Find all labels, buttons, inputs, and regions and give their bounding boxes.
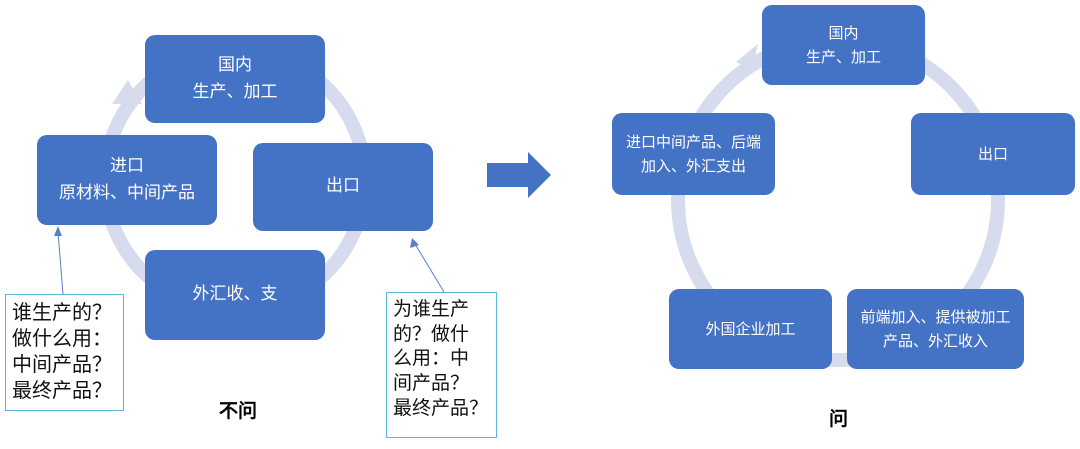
right-foreign-title: 外国企业加工 bbox=[705, 320, 796, 338]
left-domestic-title: 国内 bbox=[218, 54, 252, 75]
right-frontend-title: 前端加入、提供被加工产品、外汇收入 bbox=[860, 308, 1011, 350]
left-caption: 不问 bbox=[219, 400, 258, 422]
left-domestic-sub: 生产、加工 bbox=[192, 82, 278, 102]
right-import-box: 进口中间产品、后端加入、外汇支出 bbox=[612, 113, 775, 195]
left-export-title: 出口 bbox=[326, 176, 360, 197]
right-frontend-box: 前端加入、提供被加工产品、外汇收入 bbox=[847, 289, 1024, 369]
right-domestic-box: 国内 生产、加工 bbox=[762, 5, 925, 85]
right-caption: 问 bbox=[829, 408, 849, 430]
right-export-box: 出口 bbox=[911, 113, 1075, 195]
right-export-title: 出口 bbox=[977, 145, 1008, 163]
left-import-box: 进口 原材料、中间产品 bbox=[37, 135, 217, 225]
left-domestic-box: 国内 生产、加工 bbox=[145, 35, 325, 123]
left-import-sub: 原材料、中间产品 bbox=[59, 183, 195, 203]
left-question-note: 谁生产的？ 做什么用： 中间产品？ 最终产品？ bbox=[5, 294, 124, 411]
right-import-title: 进口中间产品、后端加入、外汇支出 bbox=[625, 133, 761, 175]
left-export-box: 出口 bbox=[253, 143, 433, 231]
left-note-pointer bbox=[57, 231, 64, 295]
left-cycle-arrowhead bbox=[112, 80, 142, 104]
right-note-pointer-head bbox=[410, 238, 419, 248]
left-forex-title: 外汇收、支 bbox=[192, 284, 278, 305]
right-cycle-arrowhead bbox=[736, 44, 758, 70]
right-question-note: 为谁生产 的？做什 么用：中 间产品？ 最终产品？ bbox=[386, 292, 497, 438]
right-foreign-box: 外国企业加工 bbox=[669, 289, 832, 369]
left-note-pointer-head bbox=[54, 226, 62, 236]
transition-arrow bbox=[487, 152, 551, 198]
right-domestic-sub: 生产、加工 bbox=[805, 48, 881, 66]
left-import-title: 进口 bbox=[110, 155, 144, 176]
left-forex-box: 外汇收、支 bbox=[145, 250, 325, 340]
right-domestic-title: 国内 bbox=[828, 24, 859, 42]
right-note-pointer bbox=[414, 243, 445, 293]
